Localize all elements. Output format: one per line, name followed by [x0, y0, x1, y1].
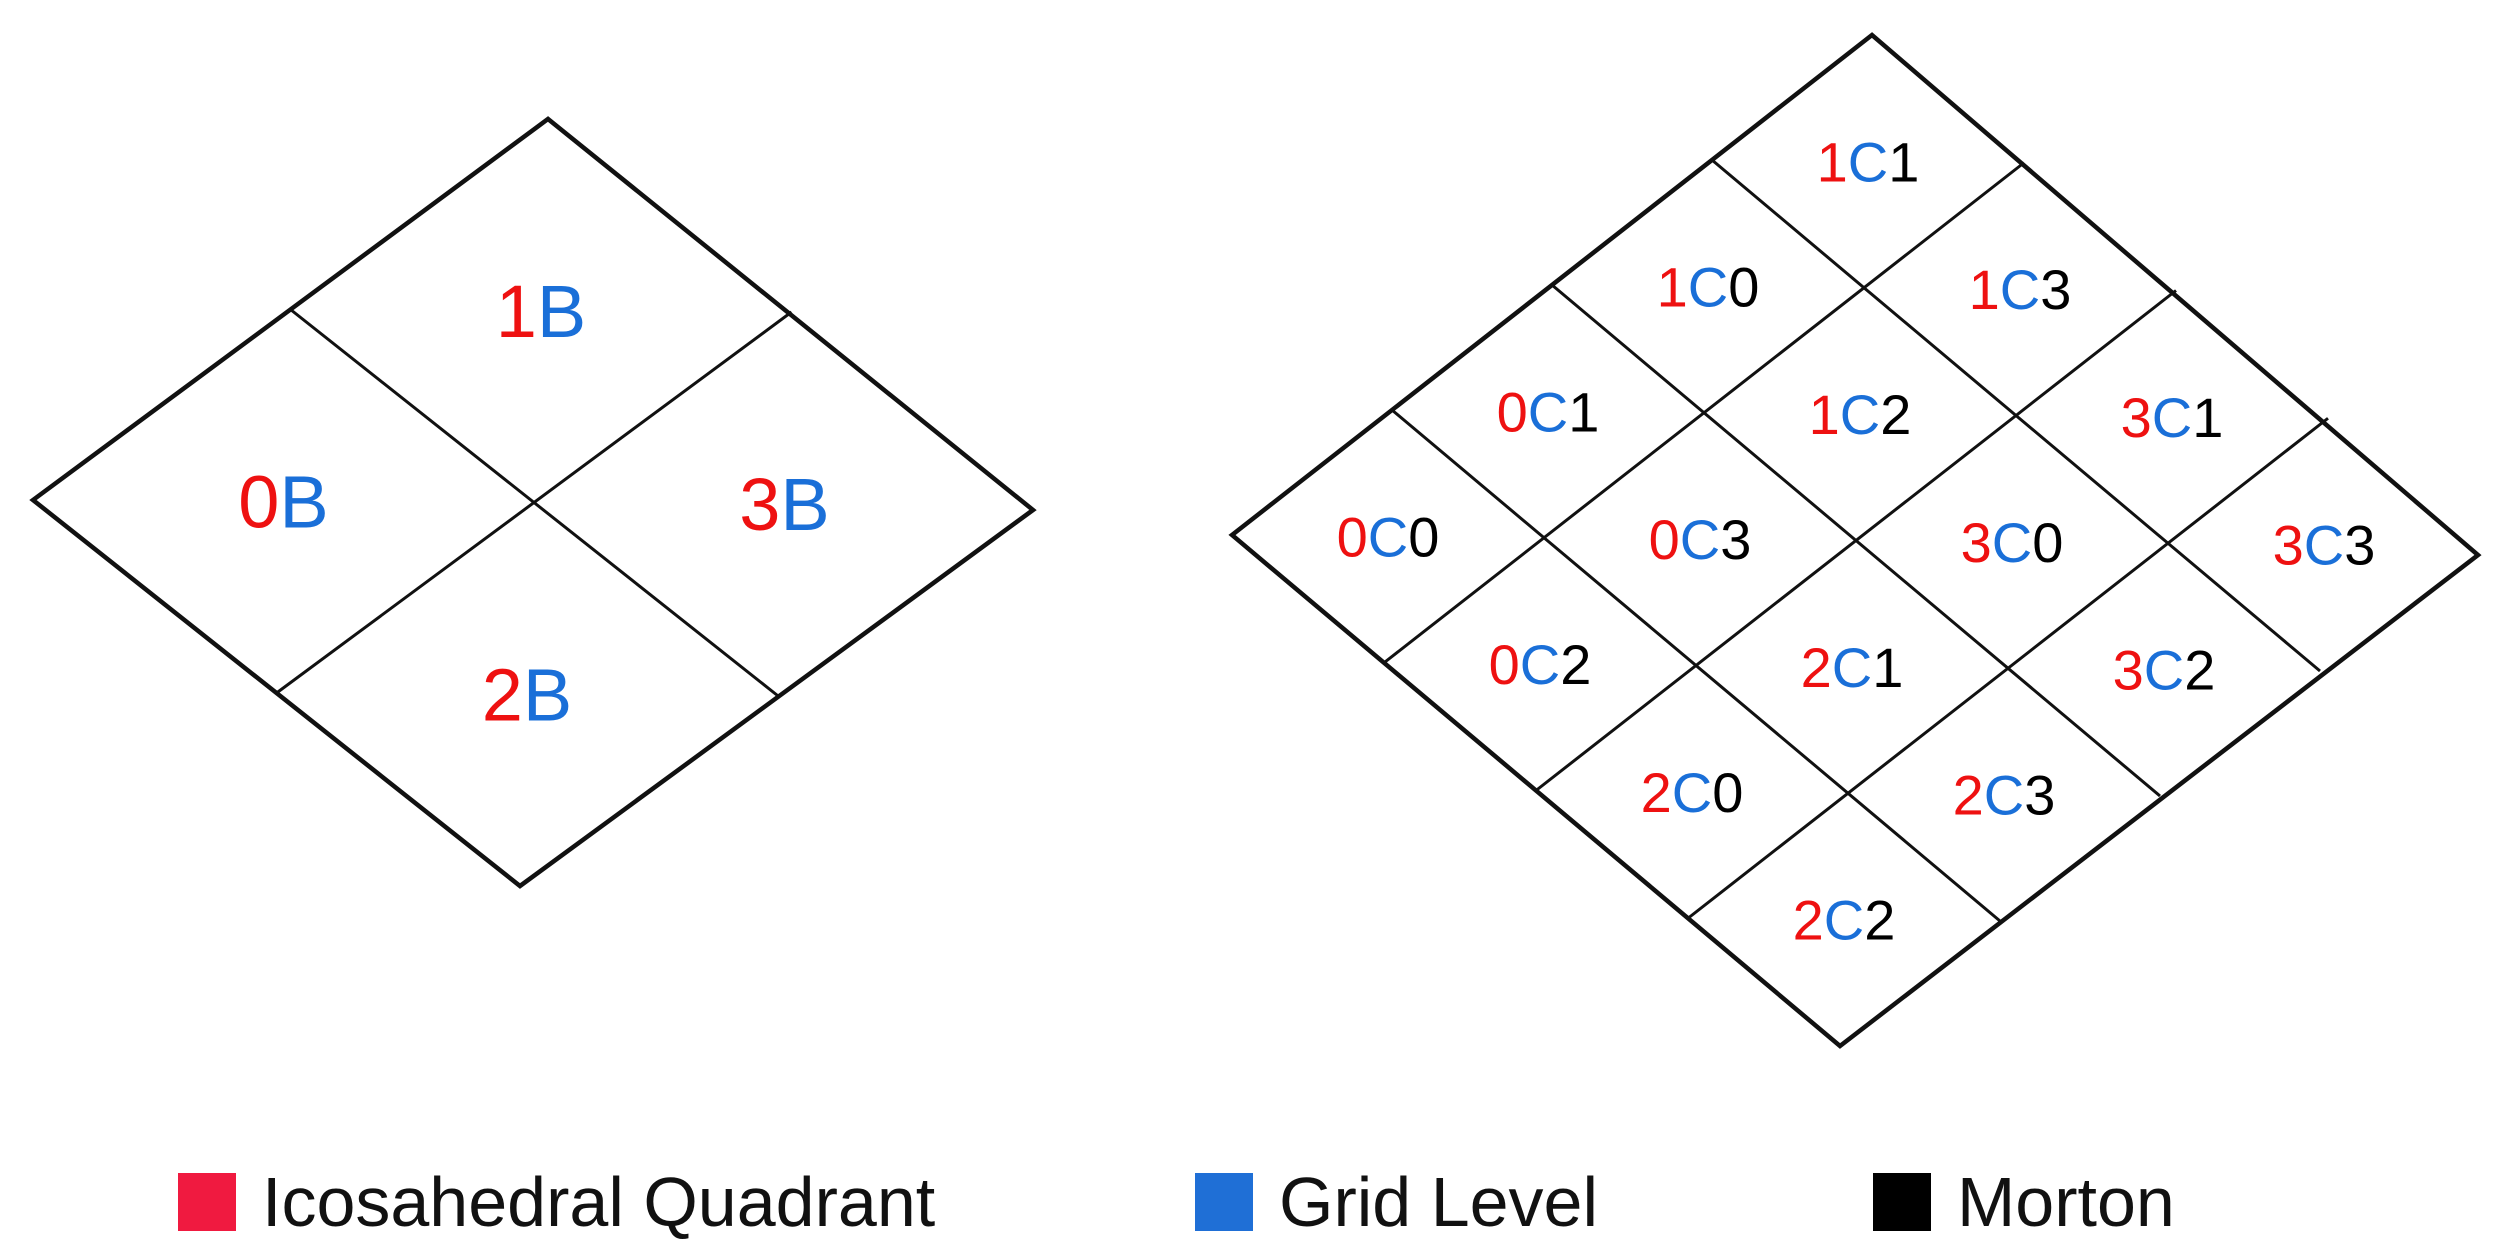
morton-digit: 0 [1728, 255, 1759, 318]
level-c-grid-line [1687, 417, 2329, 920]
quadrant-digit: 3 [2113, 638, 2144, 701]
cell-label-0b: 0B [238, 460, 329, 543]
quadrant-digit: 2 [1953, 763, 1984, 826]
level-b-outline [29, 116, 1037, 889]
cell-label-1c1: 1C1 [1817, 130, 1920, 193]
quadrant-digit: 1 [1969, 258, 2000, 321]
quadrant-digit: 0 [238, 460, 279, 543]
cell-label-2c3: 2C3 [1953, 763, 2056, 826]
quadrant-digit: 2 [1793, 888, 1824, 951]
morton-digit: 1 [1888, 130, 1919, 193]
grid-level-letter: B [279, 460, 328, 543]
quadrant-digit: 1 [1817, 130, 1848, 193]
quadrant-digit: 0 [1649, 508, 1680, 571]
morton-digit: 1 [2192, 385, 2223, 448]
cell-label-2c1: 2C1 [1801, 635, 1904, 698]
grid-level-letter: C [1992, 510, 2032, 573]
cell-label-0c1: 0C1 [1497, 380, 1600, 443]
legend-swatch-grid-level [1195, 1173, 1253, 1231]
quadrant-digit: 3 [739, 462, 780, 545]
cell-label-3b: 3B [739, 462, 830, 545]
morton-digit: 2 [1880, 383, 1911, 446]
level-c-grid-line [1535, 289, 2177, 792]
quadrant-digit: 0 [1489, 633, 1520, 696]
grid-level-letter: C [1848, 130, 1888, 193]
cell-label-0c0: 0C0 [1337, 505, 1440, 568]
legend-swatch-quadrant [178, 1173, 236, 1231]
grid-level-letter: B [780, 462, 829, 545]
morton-digit: 0 [2032, 510, 2063, 573]
grid-level-letter: C [2304, 513, 2344, 576]
level-c-grid: 0C00C10C20C31C01C11C21C32C02C12C22C33C03… [1228, 32, 2482, 1049]
morton-digit: 3 [2040, 258, 2071, 321]
cell-label-1c3: 1C3 [1969, 258, 2072, 321]
cell-label-3c2: 3C2 [2113, 638, 2216, 701]
quadrant-digit: 1 [1657, 255, 1688, 318]
quadrant-digit: 3 [2273, 513, 2304, 576]
quadrant-digit: 1 [496, 269, 537, 352]
morton-digit: 3 [1720, 508, 1751, 571]
grid-level-letter: C [2152, 385, 2192, 448]
cell-label-3c3: 3C3 [2273, 513, 2376, 576]
quadrant-digit: 0 [1337, 505, 1368, 568]
cell-label-1c2: 1C2 [1809, 383, 1912, 446]
level-c-outline [1228, 32, 2482, 1049]
quadrant-digit: 2 [482, 653, 523, 736]
cell-label-1b: 1B [496, 269, 587, 352]
morton-digit: 1 [1872, 635, 1903, 698]
legend-label-morton: Morton [1957, 1163, 2175, 1241]
cell-label-3c0: 3C0 [1961, 510, 2064, 573]
grid-level-letter: C [1984, 763, 2024, 826]
level-c-grid-line [1711, 158, 2321, 673]
morton-digit: 0 [1408, 505, 1439, 568]
grid-level-letter: C [1528, 380, 1568, 443]
legend-label-grid-level: Grid Level [1279, 1163, 1599, 1241]
quadrant-digit: 2 [1641, 760, 1672, 823]
morton-digit: 0 [1712, 760, 1743, 823]
quadrant-digit: 3 [1961, 510, 1992, 573]
grid-level-letter: C [1840, 383, 1880, 446]
morton-digit: 1 [1568, 380, 1599, 443]
grid-level-letter: C [2000, 258, 2040, 321]
grid-level-letter: C [1688, 255, 1728, 318]
cell-label-2b: 2B [482, 653, 573, 736]
morton-digit: 3 [2344, 513, 2375, 576]
quadrant-digit: 2 [1801, 635, 1832, 698]
grid-level-letter: B [537, 269, 586, 352]
morton-digit: 2 [2184, 638, 2215, 701]
quadrant-digit: 0 [1497, 380, 1528, 443]
grid-level-letter: C [1672, 760, 1712, 823]
cell-label-1c0: 1C0 [1657, 255, 1760, 318]
legend-label-quadrant: Icosahedral Quadrant [262, 1163, 936, 1241]
cell-label-0c3: 0C3 [1649, 508, 1752, 571]
morton-digit: 2 [1560, 633, 1591, 696]
morton-digit: 2 [1864, 888, 1895, 951]
morton-digit: 3 [2024, 763, 2055, 826]
quadrant-digit: 1 [1809, 383, 1840, 446]
legend-item-quadrant: Icosahedral Quadrant [178, 1162, 935, 1242]
grid-level-letter: C [1680, 508, 1720, 571]
cell-label-2c0: 2C0 [1641, 760, 1744, 823]
grid-level-letter: C [1368, 505, 1408, 568]
grid-level-letter: C [1832, 635, 1872, 698]
grid-level-letter: C [1824, 888, 1864, 951]
legend-item-morton: Morton [1873, 1162, 2175, 1242]
grid-level-letter: C [1520, 633, 1560, 696]
legend-item-grid-level: Grid Level [1195, 1162, 1598, 1242]
legend-swatch-morton [1873, 1173, 1931, 1231]
cell-label-0c2: 0C2 [1489, 633, 1592, 696]
cell-label-3c1: 3C1 [2121, 385, 2224, 448]
grid-level-letter: B [523, 653, 572, 736]
grid-level-letter: C [2144, 638, 2184, 701]
cell-label-2c2: 2C2 [1793, 888, 1896, 951]
quadrant-digit: 3 [2121, 385, 2152, 448]
level-b-grid-line [275, 310, 793, 695]
